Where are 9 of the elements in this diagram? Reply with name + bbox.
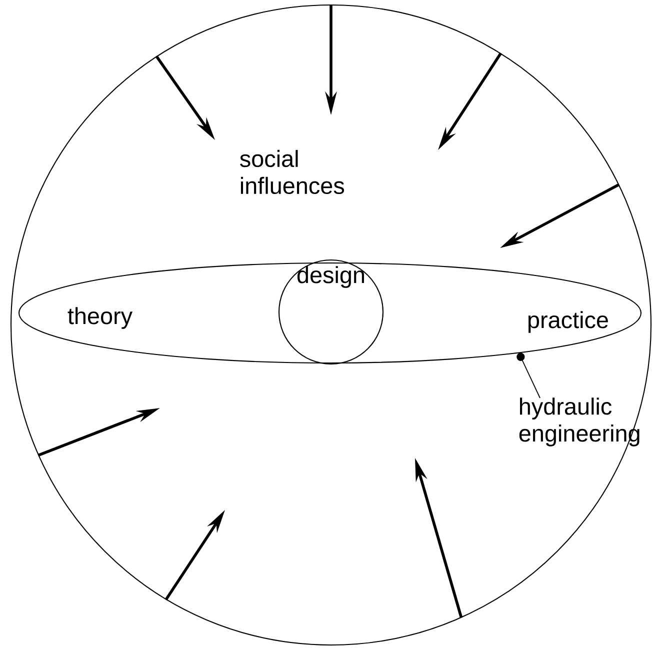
outer-circle	[10, 4, 652, 646]
node-label: theory	[68, 307, 133, 329]
inner-circle	[278, 259, 384, 365]
leader-line	[516, 352, 540, 398]
node-label: theory practice	[68, 307, 608, 333]
node-label: design	[297, 266, 364, 288]
node-label: practice	[528, 311, 608, 333]
ellipse	[18, 262, 642, 364]
node-label: social influences	[240, 150, 344, 194]
